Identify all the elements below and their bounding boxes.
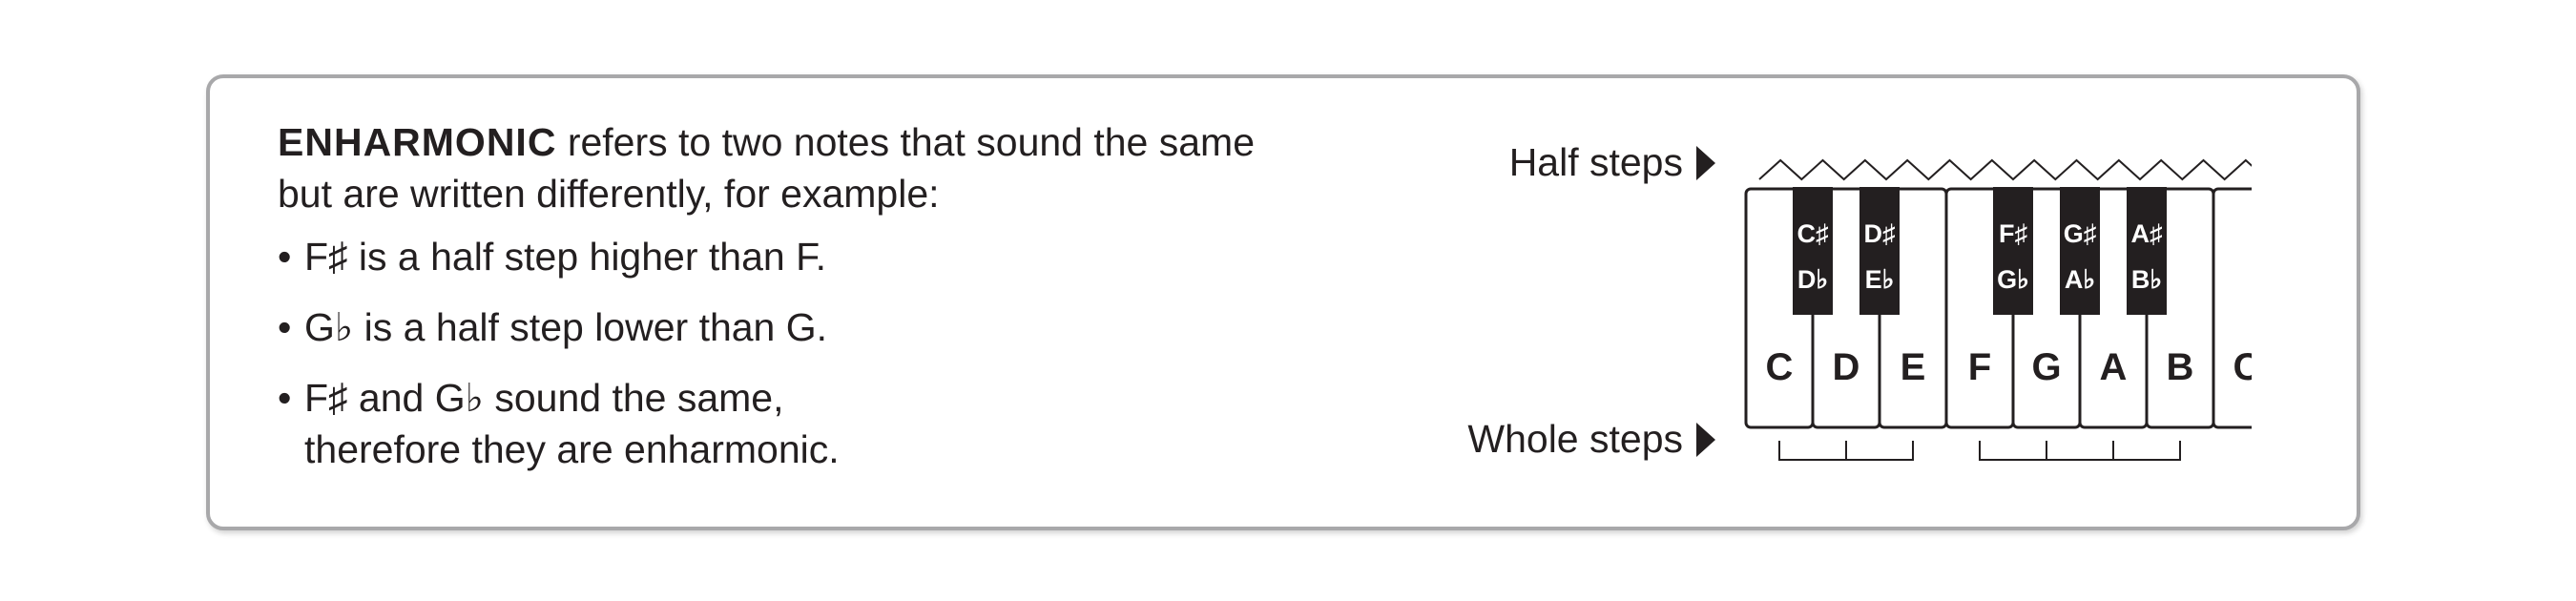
intro-line-1: refers to two notes that sound the same bbox=[556, 120, 1256, 164]
black-key-flat-label: G♭ bbox=[1997, 265, 2029, 294]
whole-step-bracket bbox=[1845, 441, 1914, 461]
black-key-sharp-label: G♯ bbox=[2064, 219, 2097, 248]
example-list: • F♯ is a half step higher than F. • G♭ … bbox=[278, 231, 1394, 475]
intro-paragraph: ENHARMONIC refers to two notes that soun… bbox=[278, 116, 1394, 219]
black-key-flat-label: D♭ bbox=[1797, 265, 1828, 294]
black-key-sharp-label: F♯ bbox=[1999, 219, 2027, 248]
bullet-dot: • bbox=[278, 235, 292, 279]
white-key bbox=[2212, 187, 2252, 429]
whole-steps-label: Whole steps bbox=[1467, 417, 1683, 461]
black-key-sharp-label: A♯ bbox=[2131, 219, 2163, 248]
list-item-text: F♯ is a half step higher than F. bbox=[304, 235, 826, 279]
definition-text: ENHARMONIC refers to two notes that soun… bbox=[278, 116, 1394, 494]
whole-step-bracket bbox=[1778, 441, 1847, 461]
list-item: • F♯ and G♭ sound the same, therefore th… bbox=[278, 372, 1394, 475]
term-enharmonic: ENHARMONIC bbox=[278, 120, 557, 164]
black-key bbox=[1993, 187, 2033, 315]
black-key bbox=[1793, 187, 1833, 315]
list-item-text: F♯ and G♭ sound the same, bbox=[304, 376, 784, 420]
white-key-label: C bbox=[2233, 346, 2252, 388]
whole-step-bracket bbox=[2046, 441, 2114, 461]
intro-line-2: but are written differently, for example… bbox=[278, 172, 940, 216]
list-item-text: therefore they are enharmonic. bbox=[304, 427, 840, 471]
white-key-label: F bbox=[1968, 346, 1991, 388]
half-steps-zigzag bbox=[1758, 158, 2252, 181]
white-key-label: B bbox=[2167, 346, 2194, 388]
black-key bbox=[1859, 187, 1900, 315]
whole-step-bracket bbox=[1979, 441, 2047, 461]
white-key-label: G bbox=[2031, 346, 2061, 388]
list-item: • F♯ is a half step higher than F. bbox=[278, 231, 1394, 282]
bullet-dot: • bbox=[278, 376, 292, 420]
bullet-dot: • bbox=[278, 305, 292, 349]
list-item: • G♭ is a half step lower than G. bbox=[278, 301, 1394, 353]
black-key-flat-label: B♭ bbox=[2131, 265, 2162, 294]
black-key bbox=[2127, 187, 2167, 315]
whole-steps-arrow-icon bbox=[1696, 423, 1715, 457]
black-key-flat-label: E♭ bbox=[1865, 265, 1895, 294]
white-key-label: C bbox=[1766, 346, 1794, 388]
half-steps-label: Half steps bbox=[1508, 140, 1683, 184]
whole-step-bracket bbox=[2112, 441, 2181, 461]
white-key-label: E bbox=[1901, 346, 1926, 388]
white-key-label: A bbox=[2100, 346, 2128, 388]
black-key bbox=[2060, 187, 2100, 315]
black-key-sharp-label: C♯ bbox=[1797, 219, 1829, 248]
white-key-label: D bbox=[1833, 346, 1860, 388]
list-item-text: G♭ is a half step lower than G. bbox=[304, 305, 828, 349]
black-key-sharp-label: D♯ bbox=[1864, 219, 1896, 248]
half-steps-arrow-icon bbox=[1696, 146, 1715, 180]
black-key-flat-label: A♭ bbox=[2065, 265, 2095, 294]
